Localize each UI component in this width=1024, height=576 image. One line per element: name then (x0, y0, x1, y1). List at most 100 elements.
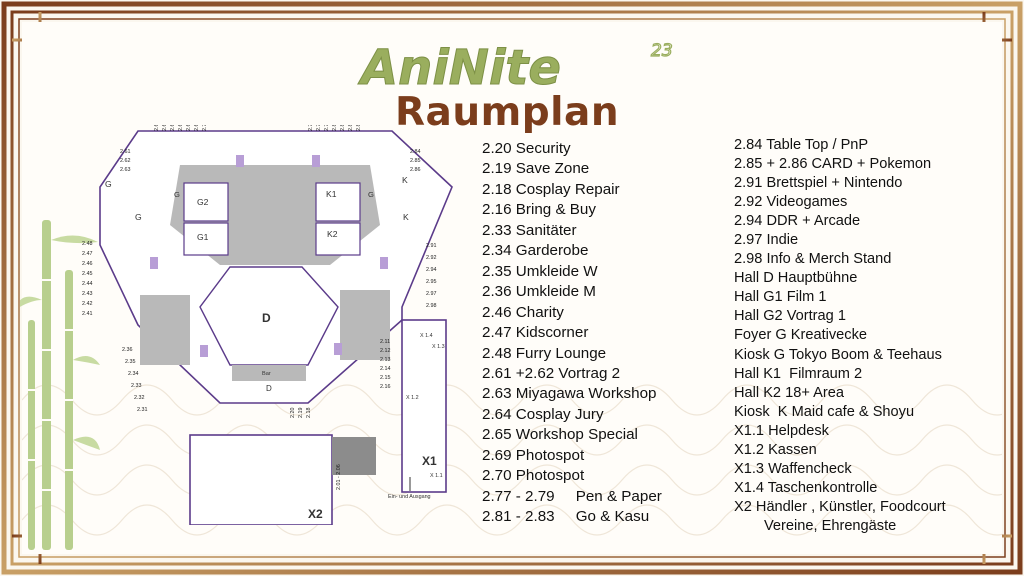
room-label: 2.20 (290, 408, 296, 419)
label-x12: X 1.2 (406, 395, 419, 401)
legend-item: Hall K1 Filmraum 2 (734, 365, 863, 382)
label-g1: G1 (197, 232, 209, 242)
legend-item: Kiosk K Maid cafe & Shoyu (734, 403, 915, 420)
room-label: 2.85 (410, 158, 421, 164)
room-label: 2.41 (82, 311, 93, 317)
room-label: 2.19 (298, 408, 304, 419)
side-room-label: 2.01 - 2.06 (336, 464, 342, 490)
right-block (340, 290, 390, 360)
room-label: 2.69 (194, 125, 200, 131)
room-label: 2.79 (324, 125, 330, 131)
room-label: 2.86 (410, 167, 421, 173)
room-label: 2.97 (426, 291, 437, 297)
room-label: 2.32 (134, 395, 145, 401)
legend-item: Hall K2 18+ Area (734, 384, 844, 401)
legend-item: Hall G2 Vortrag 1 (734, 308, 846, 325)
room-label: 2.70 (202, 125, 208, 131)
legend-item: Hall G1 Film 1 (734, 289, 827, 306)
legend-item: X1.4 Taschenkontrolle (734, 479, 878, 496)
hall-g1 (183, 222, 229, 256)
room-label: 2.78 (316, 125, 322, 131)
legend-item: 2.48 Furry Lounge (482, 344, 607, 362)
room-label: 2.14 (380, 366, 391, 372)
legend-item: 2.85 + 2.86 CARD + Pokemon (734, 156, 932, 173)
room-label: 2.48 (82, 241, 93, 247)
legend-item: 2.63 Miyagawa Workshop (482, 385, 657, 403)
legend-item: 2.69 Photospot (482, 446, 585, 464)
room-label: 2.35 (125, 359, 136, 365)
legend-item: 2.77 - 2.79 Pen & Paper (482, 487, 662, 505)
label-entrance: Ein- und Ausgang (388, 494, 431, 500)
logo-year: 23 (651, 41, 673, 61)
legend-item: X2 Händler , Künstler, Foodcourt (734, 498, 946, 515)
room-label: 2.66 (170, 125, 176, 131)
room-label: 2.77 (308, 125, 314, 131)
legend-item: 2.61 +2.62 Vortrag 2 (482, 364, 621, 382)
legend-item: 2.64 Cosplay Jury (482, 405, 604, 423)
room-label: 2.92 (426, 255, 437, 261)
room-label: 2.15 (380, 375, 391, 381)
hall-k1 (315, 182, 361, 222)
legend-item: 2.94 DDR + Arcade (734, 213, 861, 230)
room-label: 2.18 (306, 408, 312, 419)
label-g: G (135, 212, 142, 222)
legend-item: X1.3 Waffencheck (734, 460, 852, 477)
room-label: 2.61 (120, 149, 131, 155)
logo-text: AniNite (357, 40, 561, 94)
legend-item: 2.65 Workshop Special (482, 426, 638, 444)
room-label: 2.46 (82, 261, 93, 267)
hall-x2-outline (189, 434, 333, 525)
room-label: 2.47 (82, 251, 93, 257)
room-label: 2.43 (82, 291, 93, 297)
legend-item: 2.33 Sanitäter (482, 221, 577, 239)
label-d: D (262, 311, 271, 325)
room-label: 2.65 (162, 125, 168, 131)
room-label: 2.13 (380, 357, 391, 363)
label-x14: X 1.4 (420, 333, 433, 339)
legend-item: 2.46 Charity (482, 303, 564, 321)
bamboo-illustration (20, 220, 100, 550)
left-block (140, 295, 190, 365)
legend-item: 2.92 Videogames (734, 194, 848, 211)
legend-item: 2.36 Umkleide M (482, 283, 596, 301)
legend-item: 2.34 Garderobe (482, 242, 589, 260)
legend-item: 2.35 Umkleide W (482, 262, 598, 280)
room-label: 2.63 (120, 167, 131, 173)
hall-d (199, 266, 339, 366)
room-label: 2.31 (137, 407, 148, 413)
legend-item: 2.91 Brettspiel + Nintendo (734, 175, 903, 192)
room-label: 2.68 (186, 125, 192, 131)
room-label: 2.84 (410, 149, 421, 155)
wave-pattern (22, 384, 1002, 536)
legend-item: 2.18 Cosplay Repair (482, 180, 620, 198)
label-foyer-g: G (105, 179, 112, 189)
legend-item: 2.16 Bring & Buy (482, 201, 596, 219)
legend-item: 2.20 Security (482, 140, 571, 157)
room-label: 2.33 (131, 383, 142, 389)
label-x11: X 1.1 (430, 473, 443, 479)
room-label: 2.81 (340, 125, 346, 131)
legend-item: Hall D Hauptbühne (734, 270, 858, 287)
label-k2: K2 (327, 229, 338, 239)
label-bar: Bar (262, 371, 271, 377)
legend-item: X1.2 Kassen (734, 441, 817, 458)
label-x13: X 1.3 (432, 344, 445, 350)
aninite-logo: AniNite 23 (357, 40, 674, 95)
room-label: 2.44 (82, 281, 93, 287)
label-kiosk-k: G (368, 190, 374, 199)
label-x1: X1 (422, 454, 437, 468)
room-label: 2.11 (380, 339, 390, 345)
page-title: Raumplan (395, 90, 620, 135)
room-label: 2.94 (426, 267, 437, 273)
legend-item: 2.81 - 2.83 Go & Kasu (482, 508, 650, 526)
label-kiosk-g: G (174, 190, 180, 199)
hall-g2 (183, 182, 229, 222)
room-label: 2.34 (128, 371, 139, 377)
hall-k2 (315, 222, 361, 256)
label-x2: X2 (308, 507, 323, 521)
label-foyer-k: K (402, 175, 408, 185)
room-label: 2.42 (82, 301, 93, 307)
